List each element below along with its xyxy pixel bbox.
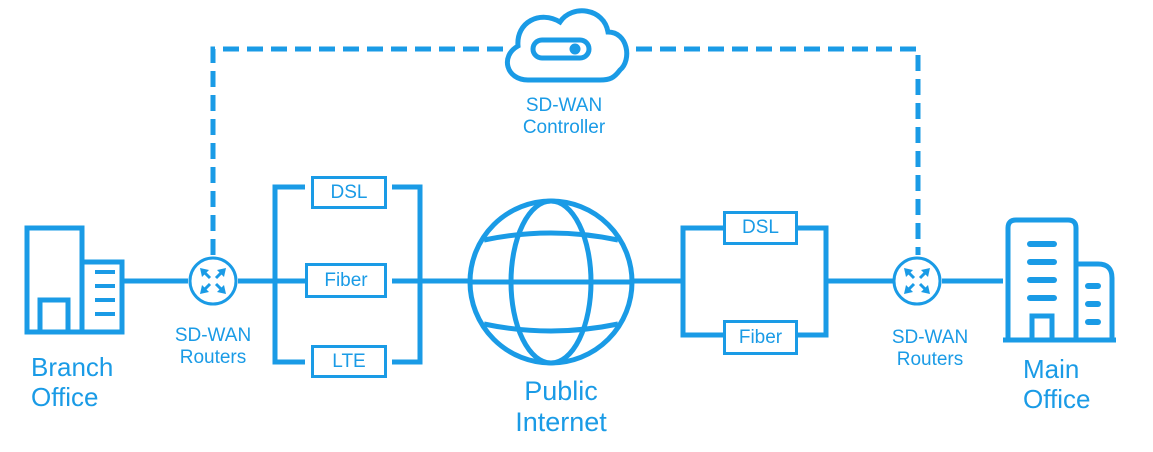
branch-building-icon (24, 225, 125, 335)
controller-label-line1: SD-WAN (525, 95, 603, 116)
branch-router-label: SD-WAN Routers (153, 325, 273, 369)
branch-office-label: Branch Office (31, 352, 114, 413)
bracket-left-in (272, 184, 305, 365)
main-office-label: Main Office (1023, 354, 1091, 415)
bracket-right-in (680, 225, 723, 338)
control-link-main (636, 46, 921, 255)
globe-icon (467, 198, 635, 366)
branch-router-label-line1: SD-WAN (174, 325, 252, 346)
controller-label-line2: Controller (522, 116, 606, 138)
main-office-label-line1: Main (1023, 354, 1080, 384)
router-icon (188, 256, 238, 306)
control-link-branch (210, 46, 505, 255)
main-router-label: SD-WAN Routers (870, 327, 990, 371)
cloud-server-icon (505, 8, 630, 83)
main-building-icon (1003, 217, 1116, 343)
branch-office-label-line1: Branch (31, 352, 114, 382)
link-box-dsl: DSL (723, 211, 798, 245)
router-icon (892, 256, 942, 306)
branch-office-label-line2: Office (31, 381, 99, 412)
internet-label: Public Internet (481, 376, 641, 438)
controller-label: SD-WAN Controller (504, 95, 624, 139)
link-box-lte: LTE (311, 345, 387, 378)
link-box-fiber: Fiber (305, 263, 387, 298)
link-box-fiber: Fiber (723, 320, 798, 355)
bracket-left-out (392, 184, 423, 365)
main-router-label-line1: SD-WAN (891, 327, 969, 348)
main-router-label-line2: Routers (896, 348, 964, 370)
internet-label-line2: Internet (515, 407, 607, 438)
internet-label-line1: Public (524, 376, 598, 406)
link-box-dsl: DSL (311, 176, 387, 209)
branch-router-label-line2: Routers (179, 346, 247, 368)
bracket-right-out (798, 225, 829, 338)
main-office-label-line2: Office (1023, 383, 1091, 414)
